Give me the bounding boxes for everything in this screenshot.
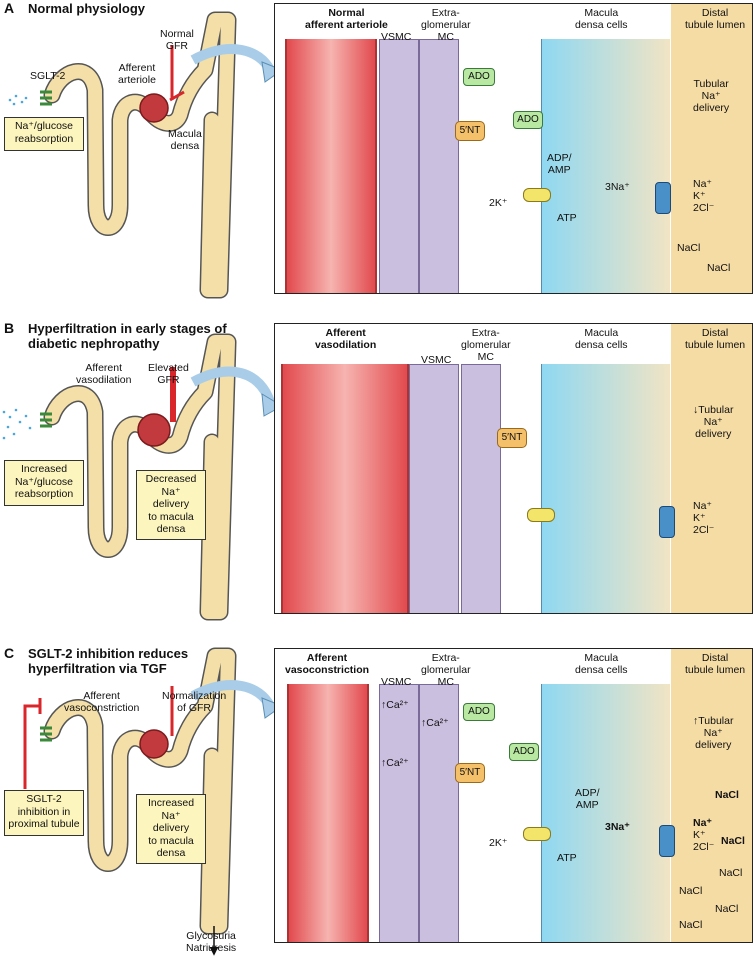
tubule-b [671,324,752,613]
adp-c: ADP/ AMP [575,787,600,811]
vessel-b [281,364,409,613]
vessel-label-c: Afferent vasoconstriction [285,652,370,676]
k2-c: 2K⁺ [489,837,508,849]
vessel-a [285,39,377,293]
channel-b [659,506,675,538]
mc-b [461,364,501,613]
panel-a-letter: A [4,0,15,16]
pump-a [523,188,551,202]
tubular-b: ↓Tubular Na⁺ delivery [693,404,734,440]
elevated-gfr-label: Elevated GFR [148,362,189,386]
macula-densa-label: Macula densa [168,128,202,152]
vessel-label-a: Normal afferent arteriole [305,7,388,31]
afferent-vasodilation-label: Afferent vasodilation [76,362,132,386]
ado-2-a: ADO [513,111,543,129]
vessel-label-b: Afferent vasodilation [315,327,377,351]
panel-a-zoom: Normal afferent arteriole VSMC Extra- gl… [274,3,753,294]
macula-label-c: Macula densa cells [575,652,628,676]
macula-label-b: Macula densa cells [575,327,628,351]
tubule-label-b: Distal tubule lumen [685,327,746,351]
nt-b: 5′NT [497,428,527,448]
panel-b-title: Hyperfiltration in early stages of diabe… [28,321,227,351]
mc-a [419,39,459,293]
tubular-c: ↑Tubular Na⁺ delivery [693,715,734,751]
nacl-2-a: NaCl [707,262,731,274]
panel-a-title: Normal physiology [28,1,146,16]
vsmc-b [409,364,459,613]
ca-3-c: ↑Ca²⁺ [381,757,409,769]
vsmc-label-a: VSMC [381,31,412,43]
increased-delivery-box: Increased Na⁺ delivery to macula densa [136,794,206,864]
panel-c-title: SGLT-2 inhibition reduces hyperfiltratio… [28,646,189,676]
afferent-vasoconstriction-label: Afferent vasoconstriction [64,690,140,714]
panel-b-zoom: Afferent vasodilation VSMC Extra- glomer… [274,323,753,614]
ado-2-c: ADO [509,743,539,761]
macula-a [541,39,670,293]
ions-a: Na⁺ K⁺ 2Cl⁻ [693,178,715,214]
nephron-c [23,647,284,956]
adp-a: ADP/ AMP [547,152,572,176]
glycosuria-label: Glycosuria Natriuresis [186,930,237,954]
pump-c [523,827,551,841]
tubule-label-c: Distal tubule lumen [685,652,746,676]
tubular-a: Tubular Na⁺ delivery [693,78,730,114]
vsmc-label-c: VSMC [381,676,412,688]
afferent-arteriole-label: Afferent arteriole [118,62,156,86]
ions-c: Na⁺ K⁺ 2Cl⁻ [693,817,715,853]
inhibition-box: SGLT-2 inhibition in proximal tubule [4,790,84,836]
mc-label-b: Extra- glomerular MC [461,327,511,363]
vessel-c [287,684,369,942]
na3-a: 3Na⁺ [605,181,630,193]
tubule-c [671,649,752,942]
atp-a: ATP [557,212,577,224]
ions-b: Na⁺ K⁺ 2Cl⁻ [693,500,715,536]
nephron-b [2,333,283,621]
vsmc-a [379,39,419,293]
vsmc-c [379,684,419,942]
tubule-a [671,4,752,293]
ca-2-c: ↑Ca²⁺ [421,717,449,729]
nt-c: 5′NT [455,763,485,783]
macula-b [541,364,670,613]
decreased-delivery-box: Decreased Na⁺ delivery to macula densa [136,470,206,540]
sglt2-label: SGLT-2 [30,70,66,82]
mc-label-a: Extra- glomerular MC [421,7,471,43]
panel-b-letter: B [4,320,15,336]
nt-a: 5′NT [455,121,485,141]
nephron-a [8,11,284,299]
channel-a [655,182,671,214]
ado-1-a: ADO [463,68,495,86]
nacl-2-c: NaCl [679,885,703,897]
macula-label-a: Macula densa cells [575,7,628,31]
nacl-bold-1-c: NaCl [715,789,739,801]
panel-c-zoom: Afferent vasoconstriction VSMC Extra- gl… [274,648,753,943]
normal-gfr-label: Normal GFR [160,28,194,52]
k2-a: 2K⁺ [489,197,508,209]
panel-c-letter: C [4,645,15,661]
normalization-gfr-label: Normalization of GFR [162,690,227,714]
nacl-4-c: NaCl [679,919,703,931]
mc-c [419,684,459,942]
nacl-bold-2-c: NaCl [721,835,745,847]
nacl-1-a: NaCl [677,242,701,254]
atp-c: ATP [557,852,577,864]
ado-1-c: ADO [463,703,495,721]
nacl-1-c: NaCl [719,867,743,879]
increased-reabsorption-box: Increased Na⁺/glucose reabsorption [4,460,84,506]
tubule-label-a: Distal tubule lumen [685,7,746,31]
mc-label-c: Extra- glomerular MC [421,652,471,688]
ca-1-c: ↑Ca²⁺ [381,699,409,711]
pump-b [527,508,555,522]
channel-c [659,825,675,857]
vsmc-label-b: VSMC [421,354,452,366]
reabsorption-box: Na⁺/glucose reabsorption [4,117,84,151]
nacl-3-c: NaCl [715,903,739,915]
na3-c: 3Na⁺ [605,821,630,833]
macula-c [541,684,670,942]
